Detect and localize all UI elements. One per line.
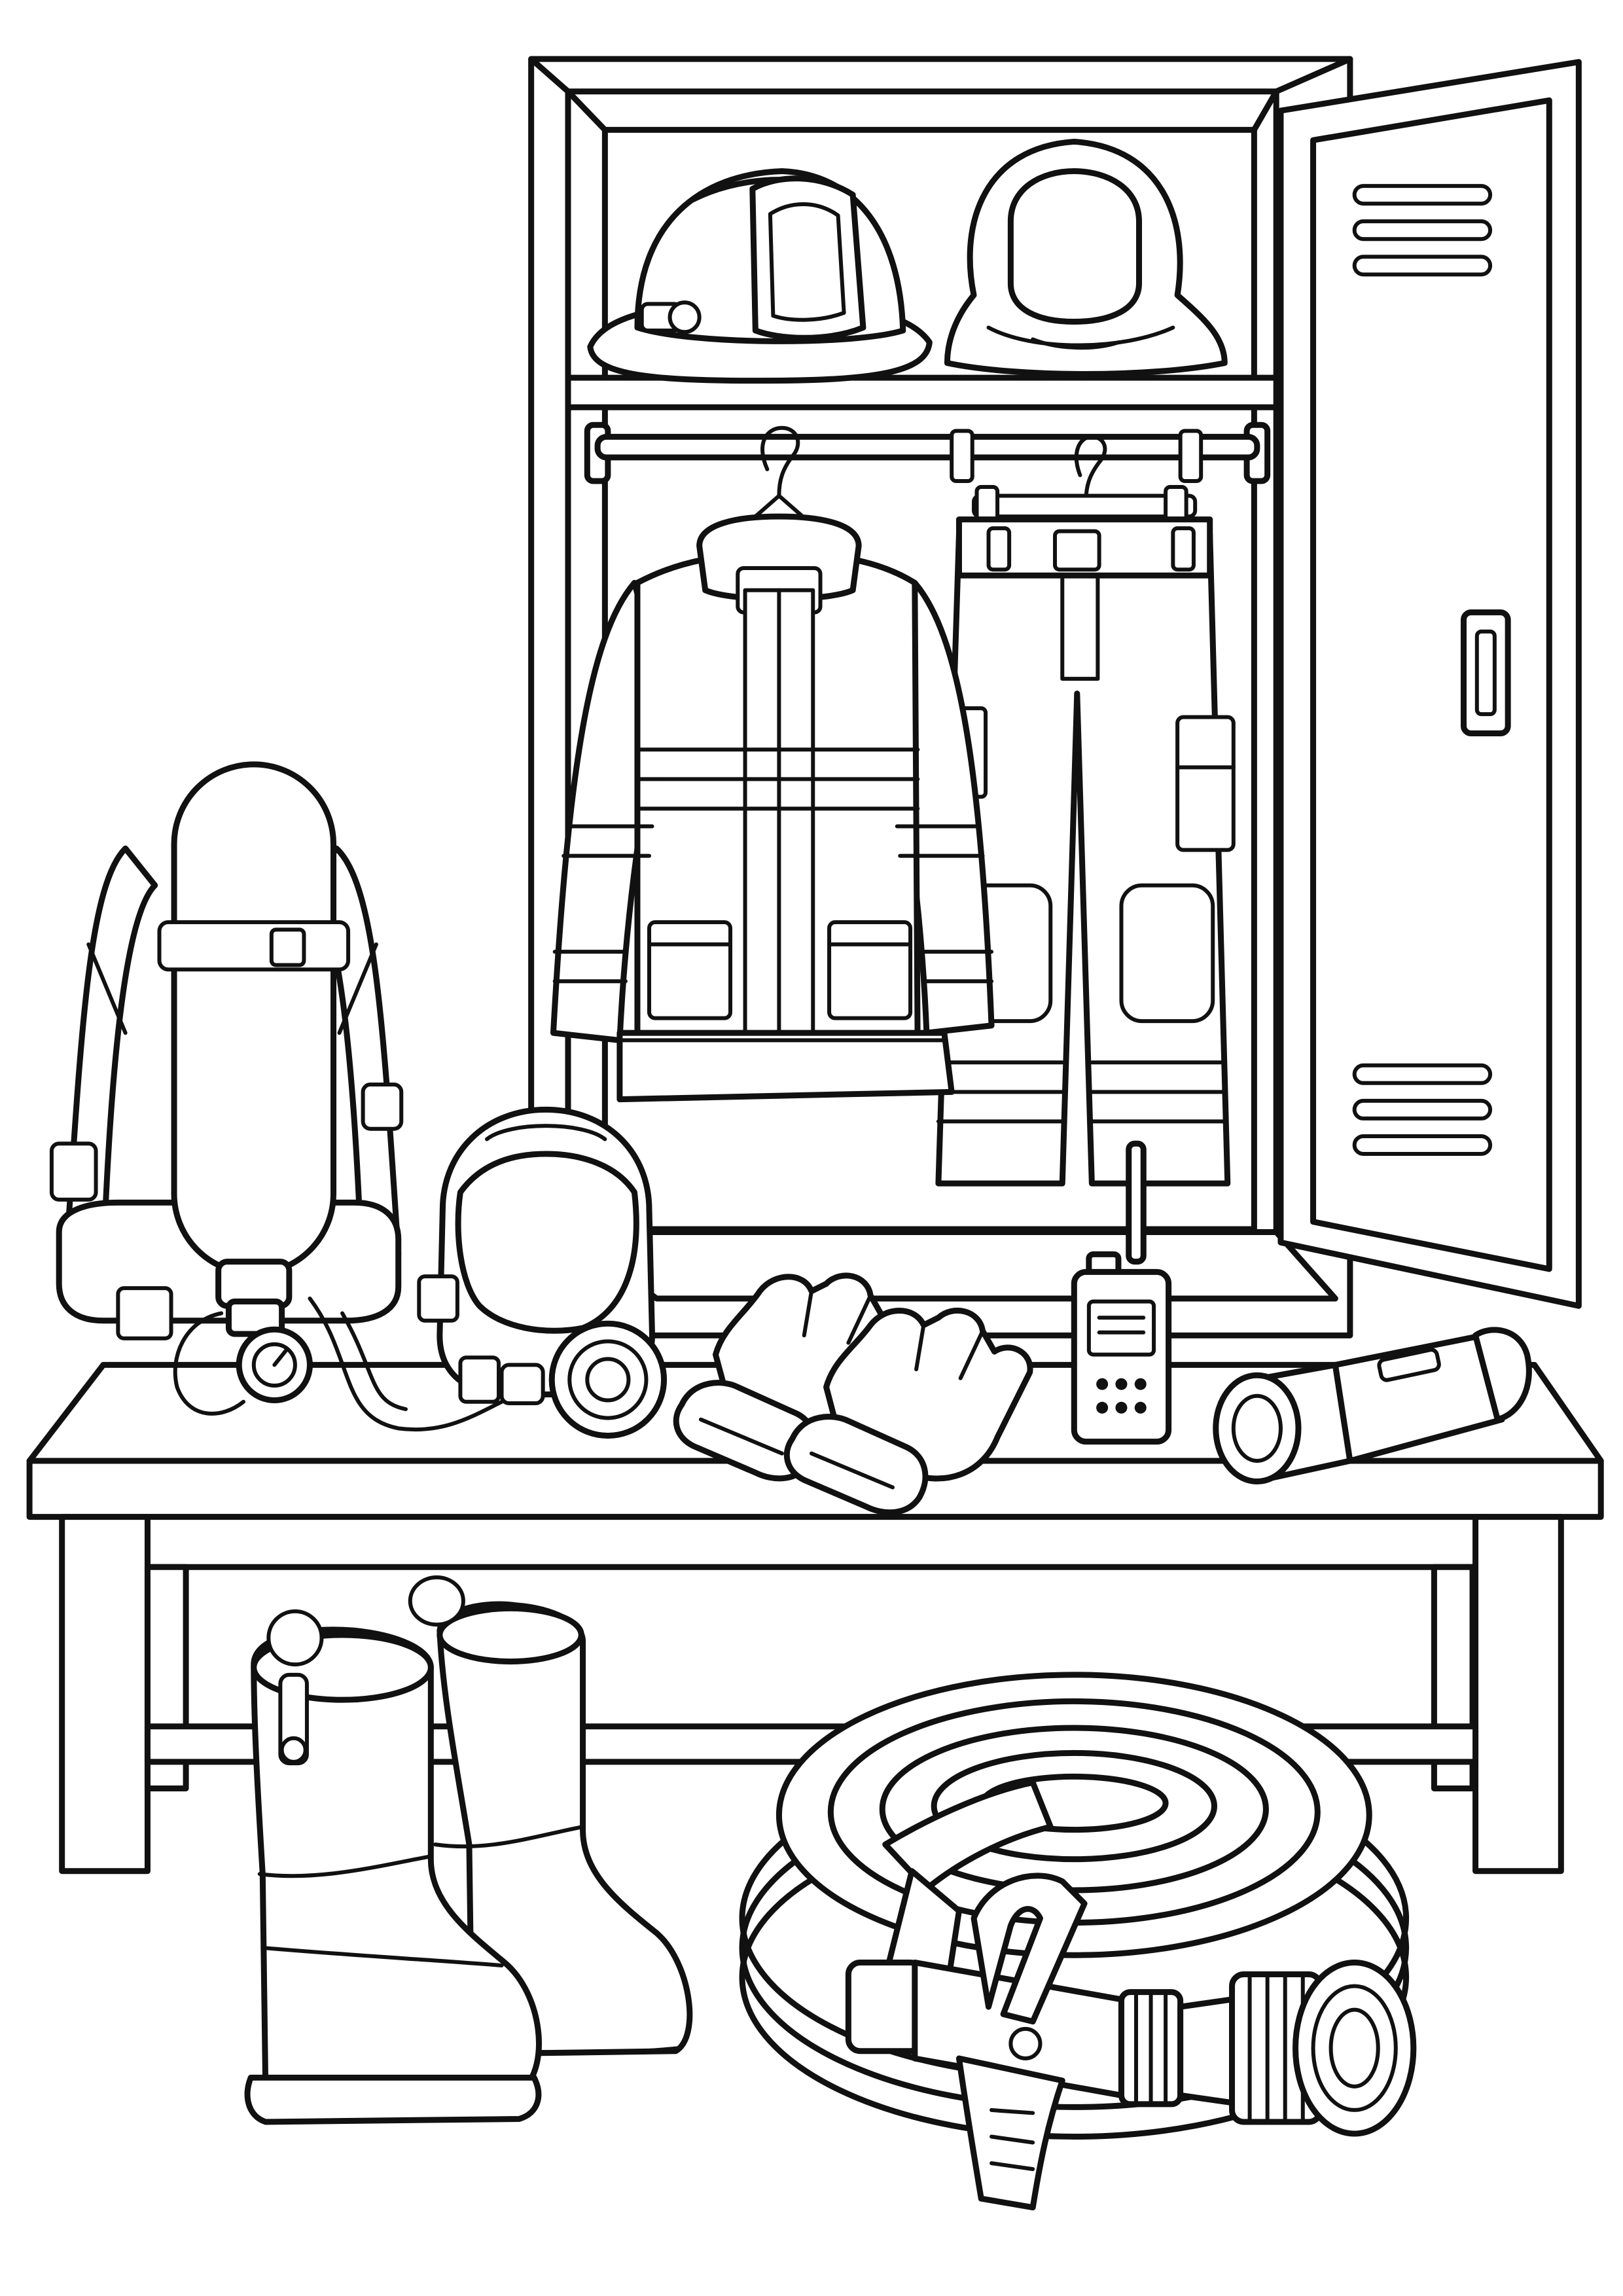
- boot-front: [247, 1611, 539, 2122]
- face-mask: [310, 1109, 664, 1435]
- gloves: [676, 1276, 1030, 1513]
- scba-air-tank: [52, 764, 401, 1414]
- door-handle[interactable]: [1464, 613, 1508, 734]
- door-vent-bottom: [1355, 1066, 1490, 1154]
- boot-back: [410, 1577, 690, 2054]
- radio: [1074, 1143, 1168, 1441]
- door-vent-top: [1355, 186, 1490, 274]
- hose-nozzle: [848, 1876, 1413, 2208]
- fire-hood: [947, 141, 1224, 374]
- turnout-jacket: [553, 516, 991, 1100]
- flashlight: [1216, 1330, 1529, 1482]
- locker-door[interactable]: [1281, 62, 1578, 1306]
- helmet: [590, 171, 930, 381]
- boots: [247, 1577, 690, 2122]
- locker-shelf: [568, 378, 1276, 407]
- glove-right: [787, 1310, 1030, 1512]
